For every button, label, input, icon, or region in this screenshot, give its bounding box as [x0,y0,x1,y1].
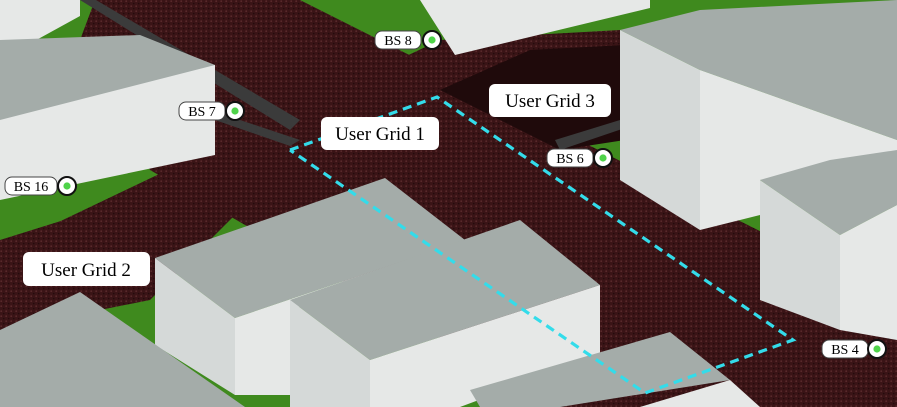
antenna-marker-icon [422,30,442,50]
svg-text:BS 4: BS 4 [831,343,859,358]
base-station-bs-4[interactable]: BS 4 [821,339,887,359]
antenna-marker-icon [225,101,245,121]
antenna-marker-icon [593,148,613,168]
building-north [420,0,650,55]
building-southwest [0,292,245,407]
svg-text:BS 7: BS 7 [188,105,216,120]
building-northwest [0,0,215,200]
main-road [80,0,897,407]
sidewalk-east [555,120,625,150]
base-station-bs-7[interactable]: BS 7 [178,101,245,121]
svg-text:User Grid 2: User Grid 2 [41,260,131,281]
svg-text:BS 8: BS 8 [384,34,412,49]
base-station-bs-8[interactable]: BS 8 [374,30,442,50]
antenna-marker-icon [57,176,77,196]
svg-text:User Grid 3: User Grid 3 [505,91,595,112]
building-center [290,220,600,407]
antenna-marker-icon [867,339,887,359]
base-station-bs-6[interactable]: BS 6 [546,148,613,168]
svg-text:BS 16: BS 16 [14,180,49,195]
user-grid-label-1: User Grid 1 [321,117,439,150]
base-station-bs-16[interactable]: BS 16 [4,176,77,196]
building-east [760,150,897,340]
building-south [470,332,760,407]
user-grid-label-3: User Grid 3 [489,84,611,117]
building-northeast [620,0,897,230]
sidewalk-west [215,115,300,146]
user-grid-label-2: User Grid 2 [23,252,150,286]
svg-text:User Grid 1: User Grid 1 [335,124,425,145]
svg-text:BS 6: BS 6 [556,152,584,167]
user-grid-boundary [289,95,797,395]
